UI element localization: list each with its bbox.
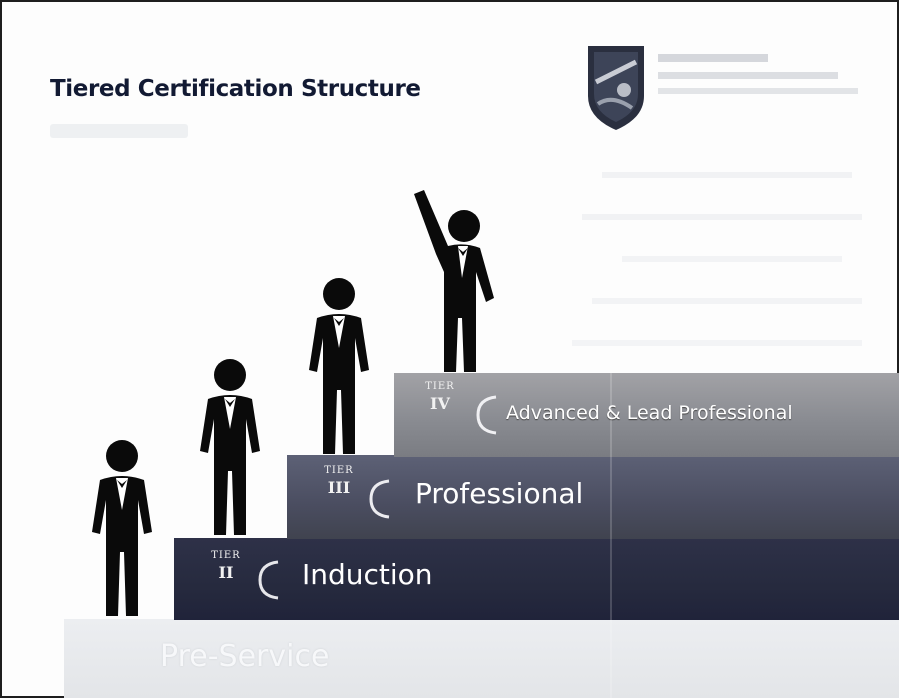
tier-iii-name: Professional [415,477,584,510]
tier-iii-numeral: III [327,478,351,497]
puzzle-connector-icon [476,395,497,435]
tier-iii-label: TIER [324,465,354,476]
slide-title: Tiered Certification Structure [50,76,421,102]
tier-iv-label: TIER [425,381,455,392]
tier-iv-numeral: IV [430,394,450,413]
tier-ii-numeral: II [218,563,234,582]
standing-person-icon [200,359,260,535]
tier-ii-tag: TIER II [200,550,252,584]
puzzle-connector-icon [258,560,279,600]
institution-logo [588,46,858,130]
puzzle-connector-icon [369,479,390,519]
tier-ii-label: TIER [211,550,241,561]
standing-person-icon [92,440,152,616]
tier-i-step: Pre-Service [64,619,899,698]
faded-subtitle [50,124,188,138]
tier-ii-step: TIER II Induction [174,538,899,620]
tier-iv-name: Advanced & Lead Professional [506,402,793,424]
step-divider [610,373,612,698]
cheering-person-icon [414,190,494,372]
faded-background-text [572,172,862,346]
standing-person-icon [309,278,369,454]
tier-iii-step: TIER III Professional [287,455,899,539]
tier-ii-name: Induction [302,558,433,591]
tier-iii-tag: TIER III [313,465,365,499]
tier-iv-tag: TIER IV [414,381,466,415]
tier-i-name: Pre-Service [160,639,330,674]
tier-iv-step: TIER IV Advanced & Lead Professional [394,373,899,457]
